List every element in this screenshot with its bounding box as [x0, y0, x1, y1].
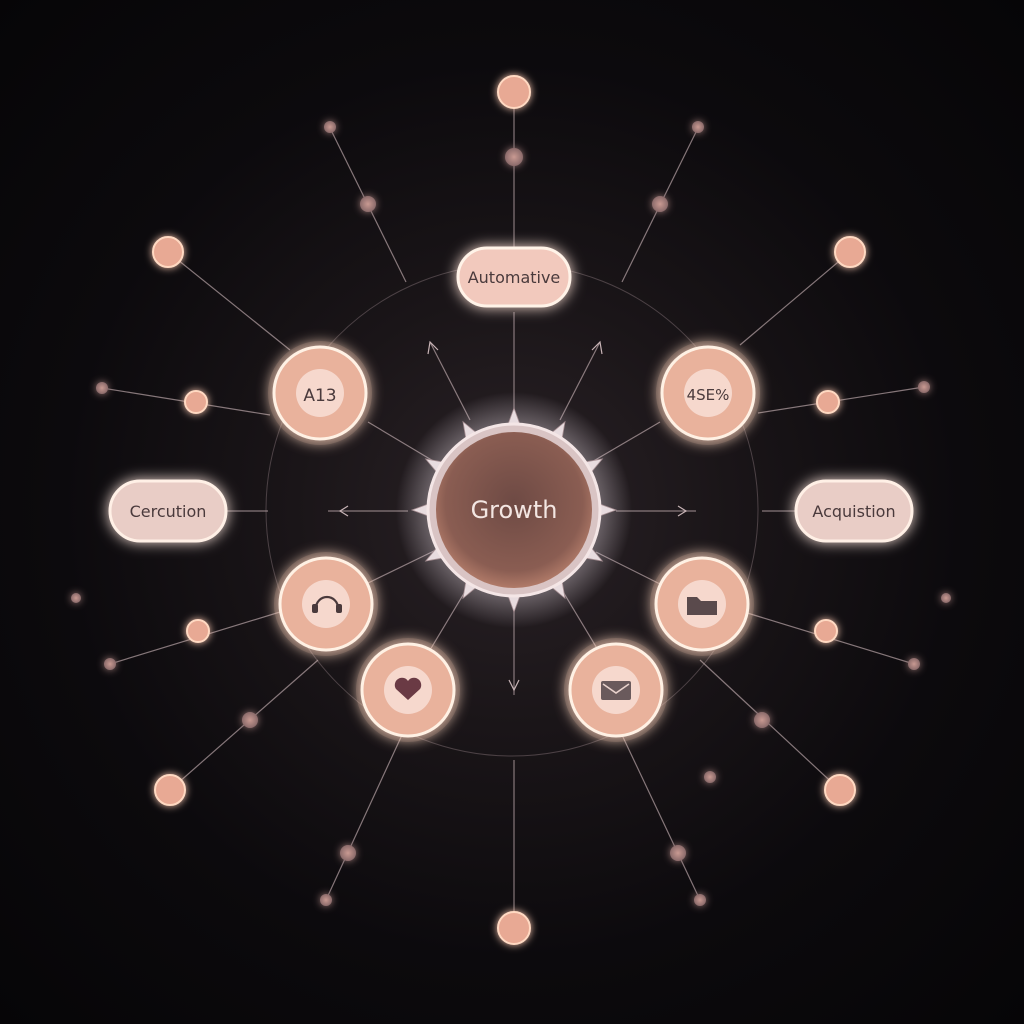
- dot-ll-mid: [186, 619, 210, 643]
- dot-bottom-big: [497, 911, 531, 945]
- pill-right: [794, 479, 914, 543]
- pill-top: [456, 246, 572, 308]
- node-lower-right: [650, 552, 754, 656]
- dot-br-low: [670, 845, 686, 861]
- hub-label: Growth: [471, 496, 558, 524]
- dot-br-mid: [754, 712, 770, 728]
- dot-left-tiny: [96, 382, 108, 394]
- dot-br-big: [824, 774, 856, 806]
- line-right-small: [757, 386, 925, 414]
- feature-nodes: [268, 341, 760, 742]
- arrow-up-ur: [591, 340, 603, 355]
- line-br-down: [621, 734, 701, 901]
- arrowheads: [338, 340, 688, 692]
- dot-right-tiny: [918, 381, 930, 393]
- node-upper-left-label: A13: [303, 386, 336, 406]
- dot-tr-far: [692, 121, 704, 133]
- line-far-tl: [167, 251, 291, 351]
- dot-far-tl: [152, 236, 184, 268]
- dot-bl-mid: [242, 712, 258, 728]
- node-lower-left: [274, 552, 378, 656]
- headset-icon: [312, 595, 342, 613]
- dot-lr-tiny: [908, 658, 920, 670]
- dot-right-mid: [816, 390, 840, 414]
- dot-top-small: [505, 148, 523, 166]
- line-br-diag: [699, 659, 841, 791]
- node-upper-right: [656, 341, 760, 445]
- dot-bl-big: [154, 774, 186, 806]
- pill-left-label: Cercution: [130, 502, 207, 521]
- pill-left: [108, 479, 228, 543]
- dot-top-big: [497, 75, 531, 109]
- arrow-right: [677, 505, 688, 517]
- dot-tl-far: [324, 121, 336, 133]
- hub-core: [436, 432, 592, 588]
- folder-icon: [687, 597, 717, 615]
- line-far-tr: [739, 251, 851, 346]
- dot-left-mid: [184, 390, 208, 414]
- dot-left-edge: [71, 593, 81, 603]
- dot-right-edge: [941, 593, 951, 603]
- dot-tr-mid: [652, 196, 668, 212]
- node-upper-left: [268, 341, 372, 445]
- dot-lr-mid: [814, 619, 838, 643]
- dot-ll-tiny: [104, 658, 116, 670]
- dot-far-tr: [834, 236, 866, 268]
- dot-tl-mid: [360, 196, 376, 212]
- arrow-up-ul: [427, 340, 439, 355]
- arrow-left: [338, 505, 349, 517]
- pill-right-label: Acquistion: [812, 502, 895, 521]
- dot-br-tiny: [694, 894, 706, 906]
- dot-br-small: [704, 771, 716, 783]
- dot-bl-tiny: [320, 894, 332, 906]
- dot-bl-low: [340, 845, 356, 861]
- line-bl-down: [325, 734, 403, 901]
- arrow-down: [508, 679, 520, 692]
- heart-icon: [394, 677, 422, 700]
- connector-lines: [101, 92, 925, 925]
- mail-icon: [601, 681, 631, 700]
- node-upper-right-label: 4SE%: [687, 386, 730, 404]
- pill-top-label: Automative: [468, 268, 561, 287]
- satellite-dots: [71, 75, 951, 945]
